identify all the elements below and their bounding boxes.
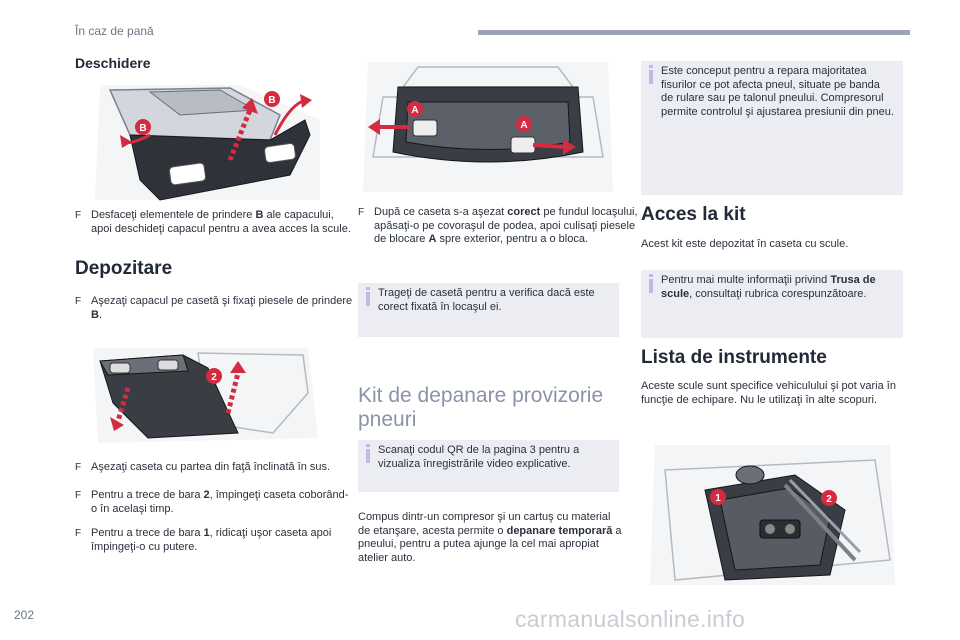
- bullet-bara-1: F Pentru a trece de bara 1, ridicaţi uşo…: [75, 527, 353, 554]
- note-qr-code: Scanaţi codul QR de la pagina 3 pentru a…: [358, 440, 619, 492]
- text: .: [98, 308, 103, 321]
- heading-lista-instrumente: Lista de instrumente: [641, 347, 827, 368]
- note-text: Trageţi de casetă pentru a verifica dacă…: [378, 287, 595, 313]
- text: pe fundul locaşului, apăsaţi-o pe covora…: [374, 206, 638, 246]
- text: Aşezaţi caseta cu partea din faţă înclin…: [91, 461, 331, 473]
- label-marker: [821, 490, 837, 506]
- figure-opening-illustration: B B: [95, 85, 320, 201]
- label-marker: [516, 116, 532, 132]
- label-marker: [407, 101, 423, 117]
- text: , ridicaţi uşor caseta apoi împingeţi-o …: [91, 527, 332, 553]
- label-b-1: B: [268, 95, 275, 106]
- figure-storage-illustration: 2: [93, 348, 318, 443]
- text: , consultaţi rubrica corespunzătoare.: [689, 287, 867, 300]
- text: Compus dintr-un compresor şi un cartuş c…: [358, 511, 611, 537]
- text: Desfaceţi elementele de prindere: [91, 209, 256, 221]
- text-bold: B: [91, 308, 99, 321]
- text: a pneului, pentru a putea ajunge la cel …: [358, 524, 622, 564]
- label-a-2: A: [520, 120, 527, 131]
- label-marker: [206, 368, 222, 384]
- info-icon: [366, 444, 370, 463]
- text: spre exterior, pentru a o bloca.: [436, 233, 589, 246]
- bullet-marker: F: [75, 296, 82, 307]
- note-verificare: Trageţi de casetă pentru a verifica dacă…: [358, 283, 619, 337]
- bullet-dupa-ce: F După ce caseta s-a aşezat corect pe fu…: [358, 206, 639, 247]
- watermark: carmanualsonline.info: [515, 606, 746, 632]
- text-bold: corect: [507, 206, 541, 218]
- paragraph-lista: Aceste scule sunt specifice vehiculului …: [641, 380, 896, 406]
- bullet-asezati-capacul: F Aşezaţi capacul pe casetă şi fixaţi pi…: [75, 295, 353, 322]
- info-icon: [366, 287, 370, 306]
- bullet-marker: F: [75, 490, 82, 501]
- text-bold: depanare temporară: [506, 524, 613, 537]
- note-text: Pentru mai multe informaţii privind Trus…: [661, 274, 895, 301]
- text: Pentru a trece de bara: [91, 489, 204, 501]
- heading-acces-kit: Acces la kit: [641, 204, 746, 225]
- text: ale capacului, apoi deschideţi capacul p…: [91, 209, 351, 235]
- note-text: Scanaţi codul QR de la pagina 3 pentru a…: [378, 444, 580, 470]
- heading-deschidere: Deschidere: [75, 55, 151, 71]
- text-bold: 1: [203, 527, 210, 539]
- figure-locking-illustration: A A: [363, 62, 613, 192]
- text: Pentru mai multe informaţii privind: [661, 274, 831, 286]
- text: , împingeţi caseta coborând-o în acelaşi…: [91, 489, 349, 515]
- bullet-marker: F: [358, 207, 365, 218]
- bullet-marker: F: [75, 210, 82, 221]
- paragraph-acces-kit: Acest kit este depozitat în caseta cu sc…: [641, 238, 849, 250]
- label-2: 2: [211, 372, 217, 383]
- figure-tool-kit-illustration: 1 2: [650, 445, 895, 585]
- text: După ce caseta s-a aşezat: [374, 206, 508, 218]
- text: Aşezaţi capacul pe casetă şi fixaţi pies…: [91, 295, 353, 307]
- note-repair-info: Este conceput pentru a repara majoritate…: [641, 61, 903, 195]
- bullet-desfaceti: F Desfaceţi elementele de prindere B ale…: [75, 209, 353, 236]
- text-bold: A: [428, 233, 437, 246]
- page-number: 202: [14, 608, 35, 622]
- bullet-marker: F: [75, 462, 82, 473]
- section-header: În caz de pană: [75, 24, 154, 38]
- text-bold: 2: [203, 489, 210, 501]
- text-bold: B: [255, 209, 264, 221]
- label-b-2: B: [139, 123, 146, 134]
- label-marker: [135, 119, 151, 135]
- label-2: 2: [826, 494, 832, 505]
- info-icon: [649, 274, 653, 293]
- label-1: 1: [715, 493, 721, 504]
- bullet-bara-2: F Pentru a trece de bara 2, împingeţi ca…: [75, 489, 353, 516]
- bullet-marker: F: [75, 528, 82, 539]
- paragraph-kit-description: Compus dintr-un compresor şi un cartuş c…: [358, 511, 623, 565]
- label-a-1: A: [411, 105, 418, 116]
- label-marker: [264, 91, 280, 107]
- note-text: Este conceput pentru a repara majoritate…: [661, 65, 894, 118]
- note-trusa-scule: Pentru mai multe informaţii privind Trus…: [641, 270, 903, 338]
- bullet-asezati-caseta: F Aşezaţi caseta cu partea din faţă încl…: [75, 461, 353, 475]
- text: Pentru a trece de bara: [91, 527, 204, 539]
- heading-depozitare: Depozitare: [75, 258, 173, 279]
- header-bar: [478, 30, 910, 35]
- text-bold: Trusa de scule: [661, 274, 876, 300]
- info-icon: [649, 65, 653, 84]
- label-marker: [710, 489, 726, 505]
- heading-kit-depanare: Kit de depanare provizorie pneuri: [358, 384, 604, 431]
